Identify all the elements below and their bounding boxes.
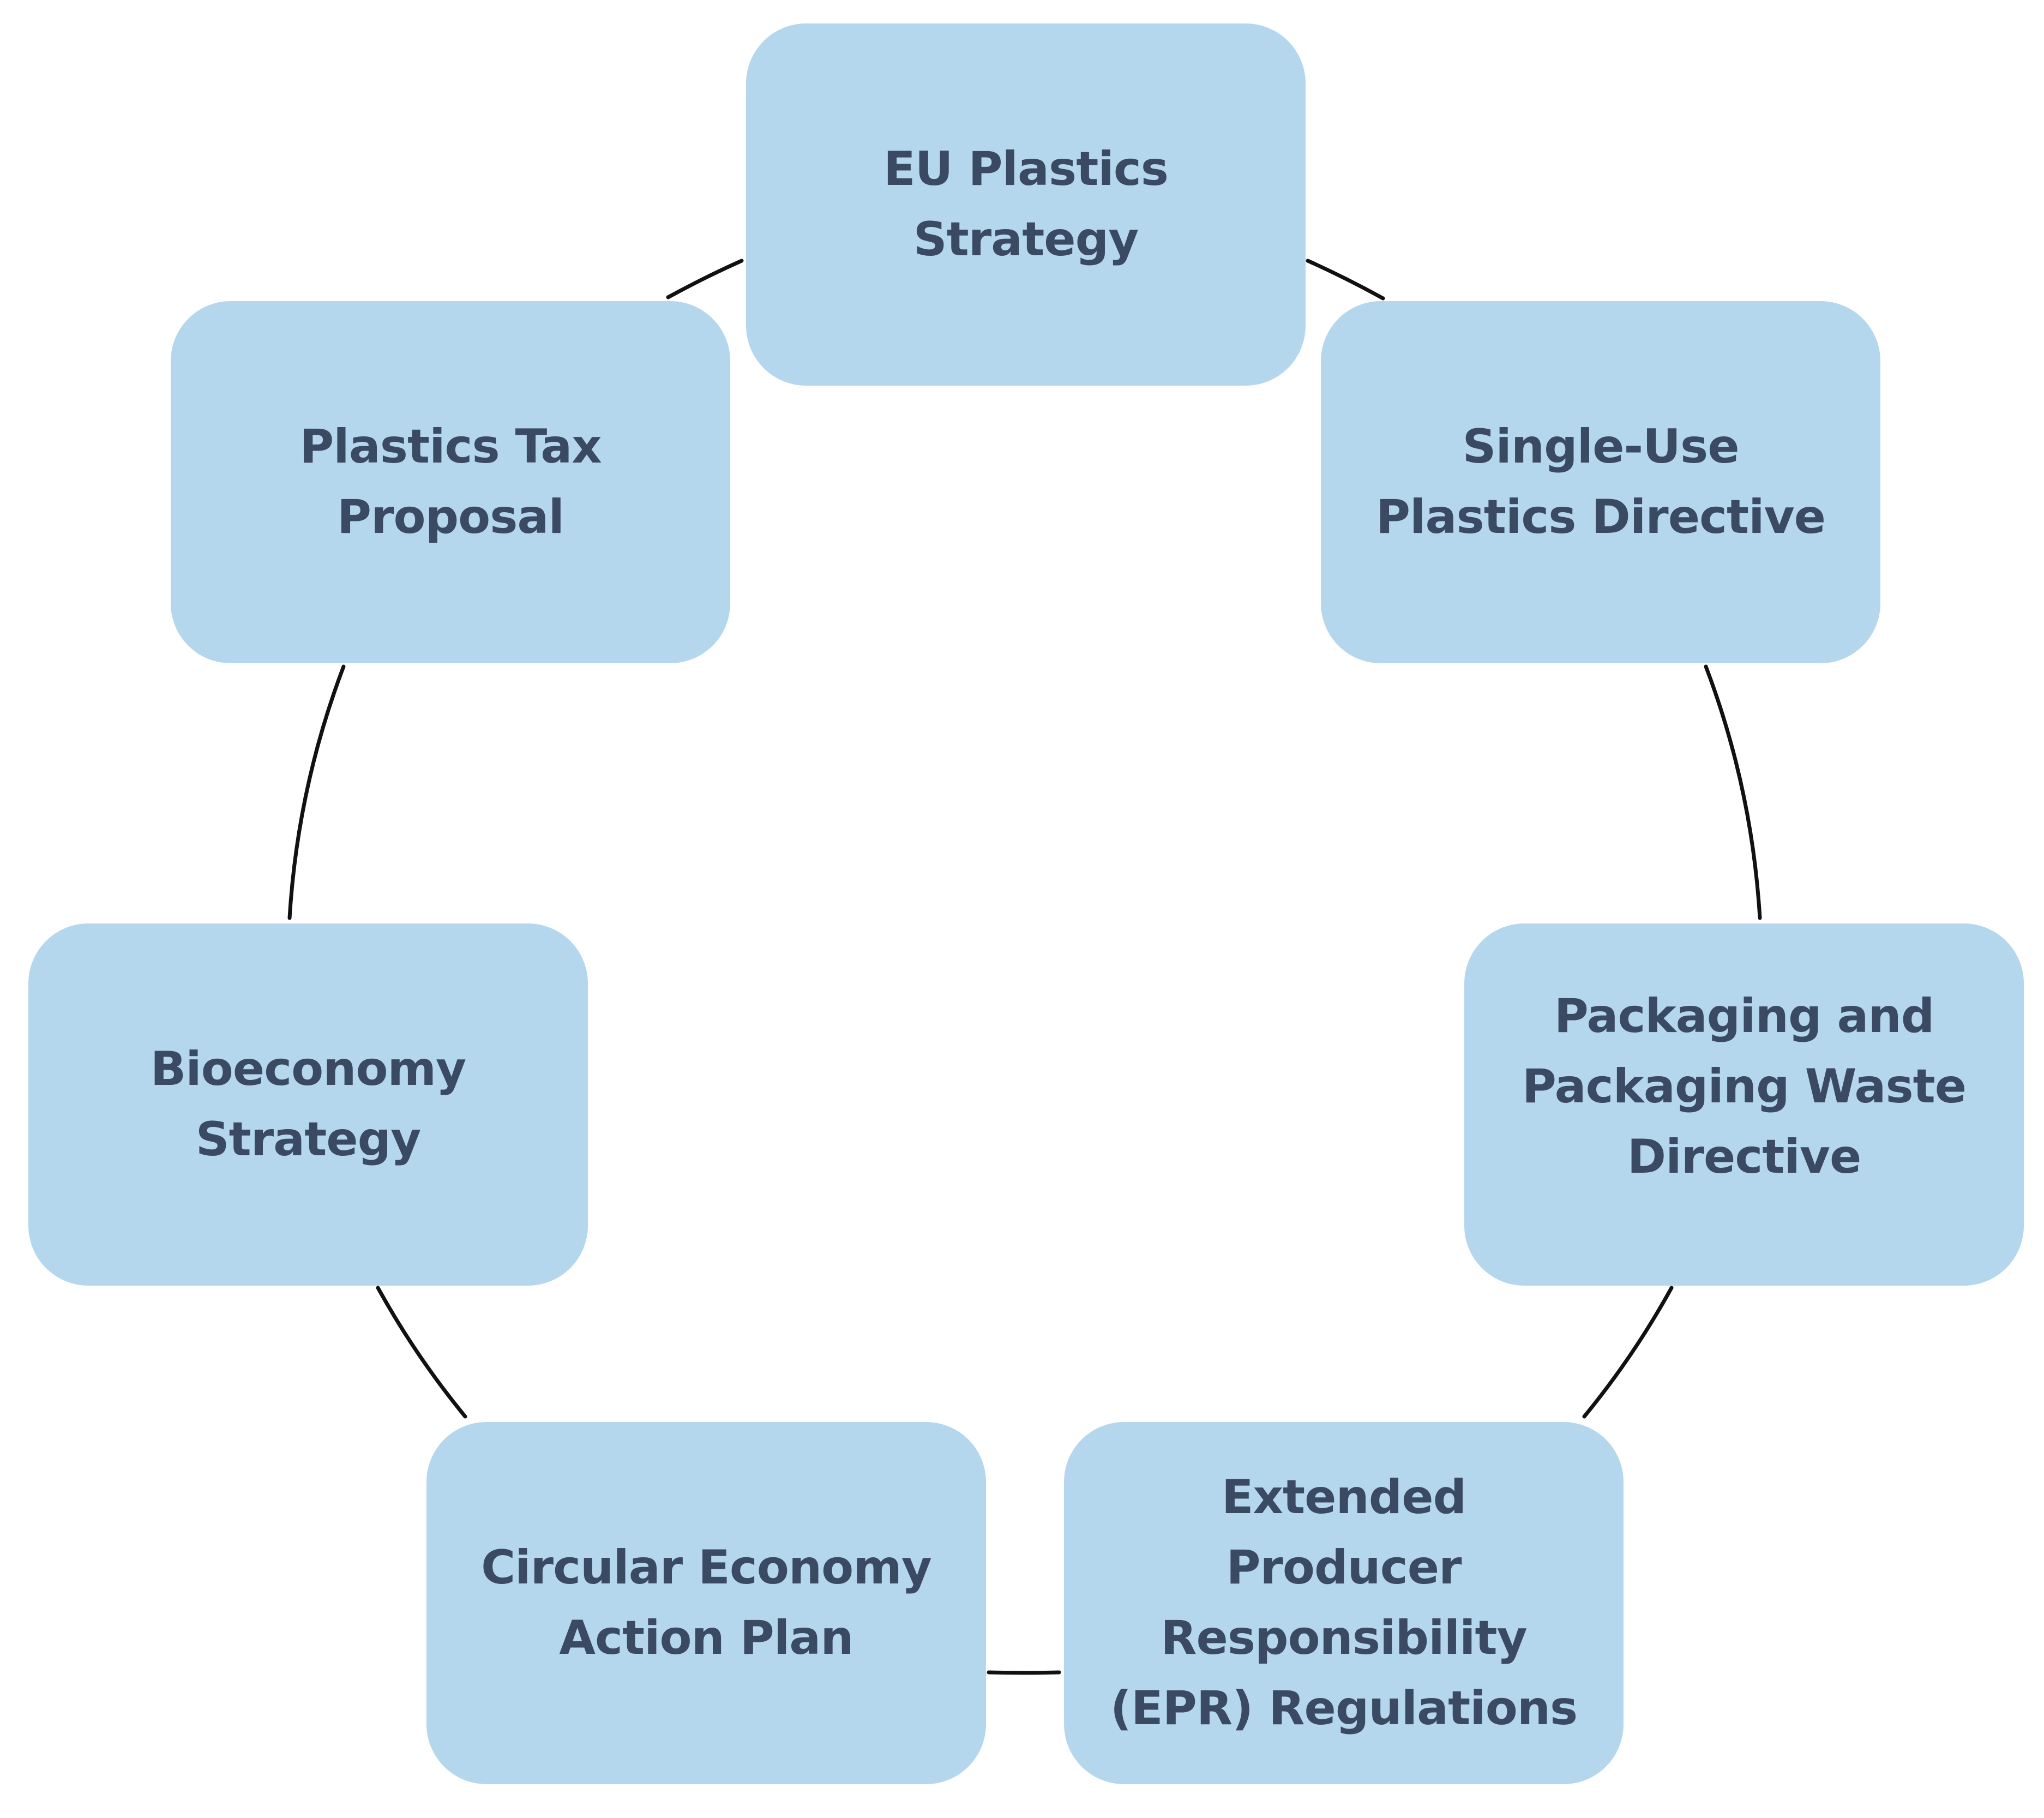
node-label: EU Plastics Strategy — [883, 142, 1169, 267]
node-label: Circular Economy Action Plan — [481, 1540, 932, 1665]
connector-arc-5 — [376, 1286, 467, 1419]
node-label: Bioeconomy Strategy — [150, 1042, 466, 1167]
node-single-use-plastics-directive: Single-Use Plastics Directive — [1321, 301, 1880, 663]
connector-arc-4 — [987, 1670, 1061, 1675]
connector-arc-7 — [666, 259, 744, 299]
node-label: Single-Use Plastics Directive — [1376, 419, 1826, 544]
node-bioeconomy-strategy: Bioeconomy Strategy — [28, 923, 588, 1286]
node-label: Extended Producer Responsibility (EPR) R… — [1110, 1470, 1578, 1736]
node-label: Plastics Tax Proposal — [299, 419, 602, 544]
node-epr-regulations: Extended Producer Responsibility (EPR) R… — [1064, 1422, 1624, 1784]
node-eu-plastics-strategy: EU Plastics Strategy — [746, 23, 1306, 386]
node-plastics-tax-proposal: Plastics Tax Proposal — [171, 301, 730, 663]
node-circular-economy-action-plan: Circular Economy Action Plan — [426, 1422, 986, 1784]
connector-arc-1 — [1306, 259, 1385, 301]
connector-arc-2 — [1704, 664, 1762, 920]
connector-arc-6 — [287, 664, 346, 920]
connector-arc-3 — [1582, 1286, 1674, 1419]
node-packaging-waste-directive: Packaging and Packaging Waste Directive — [1464, 923, 2024, 1286]
node-label: Packaging and Packaging Waste Directive — [1522, 989, 1967, 1184]
